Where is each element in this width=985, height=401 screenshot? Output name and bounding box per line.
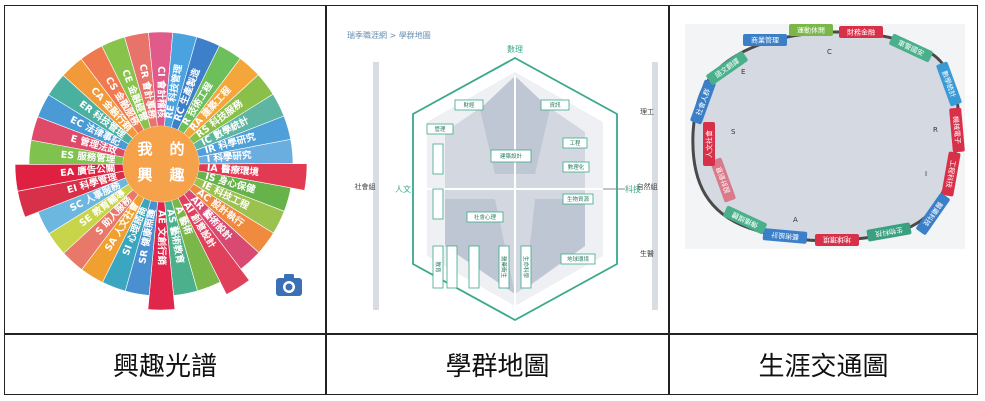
group-box[interactable]: 生物資源 — [562, 193, 594, 205]
axis-left-label: 人文 — [395, 184, 411, 194]
group-box-small[interactable] — [432, 188, 444, 220]
career-map-image: 商業管理運動休閒財務金融軍警國安數學統計機械電子工程科技醫藥科技生物科技地球環境… — [679, 14, 969, 328]
caption-interest-spectrum: 興趣光譜 — [112, 351, 217, 382]
group-box-label: 生命科學 — [522, 256, 530, 279]
wheel-segment[interactable]: CI 會計稽核 — [148, 31, 174, 127]
group-box[interactable]: 生命科學 — [520, 245, 532, 289]
wheel-segment-label: I 科學研究 — [206, 149, 252, 165]
group-box-label: 生物資源 — [567, 195, 590, 203]
wheel-segment[interactable]: IA 醫療環境 — [198, 162, 308, 191]
career-station-label: 機械電子 — [951, 116, 962, 145]
group-box-label: 教育 — [434, 261, 442, 273]
axis-top-label: 數理 — [507, 44, 523, 54]
breadcrumb[interactable]: 瑞季職涯網 > 學群地圖 — [347, 30, 431, 40]
group-box[interactable]: 教育 — [432, 245, 444, 289]
wheel-segment-label: CI 會計稽核 — [155, 66, 167, 118]
group-box-small[interactable] — [468, 245, 480, 289]
side-right-mid-label: 自然組 — [637, 182, 658, 191]
group-map-image: 瑞季職涯網 > 學群地圖 數理 人文 科技 社會組 理工 自然組 生醫 財經 資訊… — [335, 14, 663, 328]
career-station-label: 藝術設計 — [771, 230, 800, 241]
group-box-label: 數理化 — [568, 163, 585, 171]
group-box-label: 地球環境 — [567, 255, 590, 263]
group-box[interactable]: 財經 — [454, 99, 484, 111]
career-station-label: 運動休閒 — [797, 26, 825, 35]
group-box-label: 管理 — [434, 125, 446, 133]
camera-icon[interactable] — [275, 273, 303, 297]
side-left-label: 社會組 — [355, 182, 376, 191]
career-station-label: 人文社會 — [705, 130, 714, 158]
group-box-label: 資訊 — [549, 101, 561, 109]
career-station-label: 商業管理 — [751, 36, 779, 45]
career-station[interactable]: 機械電子 — [949, 107, 965, 153]
wheel-center-char: 趣 — [168, 166, 185, 184]
career-station[interactable]: 藝術設計 — [762, 228, 808, 244]
axis-right-label: 科技 — [625, 184, 641, 194]
row-divider — [5, 333, 977, 335]
career-letter: A — [793, 216, 798, 224]
wheel-center[interactable] — [123, 126, 199, 202]
group-box-small[interactable] — [446, 245, 458, 289]
column-divider — [668, 6, 670, 394]
wheel-segment[interactable]: AE 文創行銷 — [147, 201, 176, 311]
group-map: 瑞季職涯網 > 學群地圖 數理 人文 科技 社會組 理工 自然組 生醫 財經 資訊… — [347, 30, 658, 322]
career-letter: E — [741, 68, 745, 76]
group-box[interactable]: 醫藥衛生 — [498, 245, 510, 289]
wheel-center-char: 的 — [169, 140, 184, 158]
group-box-label: 社會心理 — [474, 213, 497, 221]
group-box[interactable]: 數理化 — [562, 161, 590, 173]
group-box-label: 醫藥衛生 — [500, 256, 508, 279]
career-station[interactable]: 運動休閒 — [789, 24, 833, 36]
group-box[interactable]: 工程 — [562, 137, 588, 149]
career-station[interactable]: 生物科技 — [866, 222, 912, 242]
wheel-center-char: 我 — [137, 140, 152, 158]
career-station[interactable]: 財務金融 — [839, 26, 883, 38]
career-station[interactable]: 工程科技 — [941, 151, 961, 197]
group-box[interactable]: 管理 — [426, 123, 454, 135]
group-box-small[interactable] — [432, 143, 444, 175]
group-box-label: 建築設計 — [500, 152, 523, 160]
group-box[interactable]: 資訊 — [540, 99, 570, 111]
caption-career-map: 生涯交通圖 — [758, 351, 889, 382]
career-letter: S — [731, 128, 736, 136]
career-station[interactable]: 人文社會 — [703, 122, 715, 166]
career-station-label: 地球環境 — [823, 236, 851, 245]
wheel-center-char: 興 — [137, 166, 152, 184]
group-box-label: 工程 — [569, 139, 581, 147]
wheel-segment-label: AE 文創行銷 — [156, 210, 168, 266]
career-letter: I — [925, 170, 927, 178]
side-right-top-label: 理工 — [640, 108, 654, 116]
career-station-label: 財務金融 — [847, 28, 875, 37]
column-divider — [325, 6, 327, 394]
group-box[interactable]: 建築設計 — [490, 149, 532, 163]
wheel-segment-label: EA 廣告公關 — [60, 162, 116, 179]
career-letter: C — [827, 48, 832, 56]
career-station[interactable]: 商業管理 — [743, 34, 787, 46]
group-box[interactable]: 社會心理 — [466, 211, 504, 223]
group-box[interactable]: 地球環境 — [560, 253, 596, 265]
career-letter: R — [933, 126, 938, 134]
wheel-segment-label: IA 醫療環境 — [206, 162, 260, 179]
group-box-label: 財經 — [463, 101, 475, 109]
caption-group-map: 學群地圖 — [445, 351, 550, 382]
career-map: 商業管理運動休閒財務金融軍警國安數學統計機械電子工程科技醫藥科技生物科技地球環境… — [685, 24, 965, 249]
side-right-bottom-label: 生醫 — [640, 249, 654, 258]
career-station[interactable]: 地球環境 — [815, 234, 859, 246]
